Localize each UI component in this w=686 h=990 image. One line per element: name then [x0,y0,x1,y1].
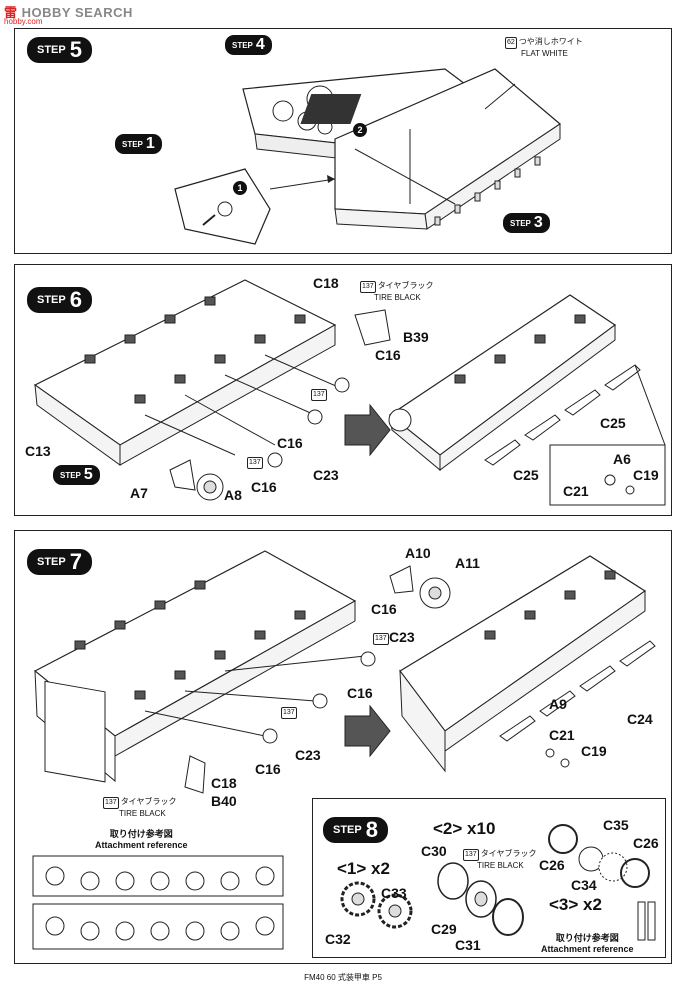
step5-marker-1: 1 [233,181,247,195]
step7-part-c18: C18 [211,775,237,791]
step8-illustration [340,824,656,941]
step7-part-c16-c: C16 [255,761,281,777]
step6-part-c16-b: C16 [277,435,303,451]
step6-part-c23: C23 [313,467,339,483]
step6-illustration [33,279,666,506]
step8-part-c33: C33 [381,885,407,901]
step7-paint-code-1: 137 [373,633,391,645]
step8-qty-3: <3> x2 [549,895,602,914]
step7-paint-code-2: 137 [281,707,299,719]
step8-part-c26-b: C26 [539,857,565,873]
watermark-url: hobby.com [4,17,43,26]
step7-part-c19: C19 [581,743,607,759]
step7-part-c16-a: C16 [371,601,397,617]
step8-part-c31: C31 [455,937,481,953]
step6-part-a8: A8 [224,487,242,503]
step6-part-c13: C13 [25,443,51,459]
step6-paint-code-2: 137 [247,457,265,469]
step6-part-b39: B39 [403,329,429,345]
step7-part-b40: B40 [211,793,237,809]
step7-part-c21: C21 [549,727,575,743]
step8-part-c35: C35 [603,817,629,833]
step5-illustration [174,68,561,245]
step7-part-c23-b: C23 [295,747,321,763]
step7-part-c16-b: C16 [347,685,373,701]
step7-part-a11: A11 [455,555,480,571]
step8-part-c29: C29 [431,921,457,937]
step6-part-c21: C21 [563,483,589,499]
step8-qty-1: <1> x2 [337,859,390,878]
step6-paint-code-1: 137 [311,389,329,401]
step7-part-a10: A10 [405,545,431,561]
step8-part-c32: C32 [325,931,351,947]
step5-marker-2: 2 [353,123,367,137]
step8-part-c26-a: C26 [633,835,659,851]
step7-part-a9: A9 [549,696,567,712]
step6-part-c25-b: C25 [513,467,539,483]
page-footer: FM40 60 式装甲車 P5 [304,973,382,982]
step6-part-c25-a: C25 [600,415,626,431]
step7-illustration [32,550,656,950]
step8-part-c34: C34 [571,877,597,893]
step8-part-c30: C30 [421,843,447,859]
step7-part-c24: C24 [627,711,653,727]
step6-part-c19: C19 [633,467,659,483]
step8-qty-2: <2> x10 [433,819,496,838]
step6-part-c18: C18 [313,275,339,291]
step6-part-c16-c: C16 [251,479,277,495]
step7-part-c23-a: C23 [389,629,415,645]
watermark: 雷 HOBBY SEARCH [4,5,133,20]
step6-part-a6: A6 [613,451,631,467]
step6-part-a7: A7 [130,485,148,501]
step6-part-c16-a: C16 [375,347,401,363]
